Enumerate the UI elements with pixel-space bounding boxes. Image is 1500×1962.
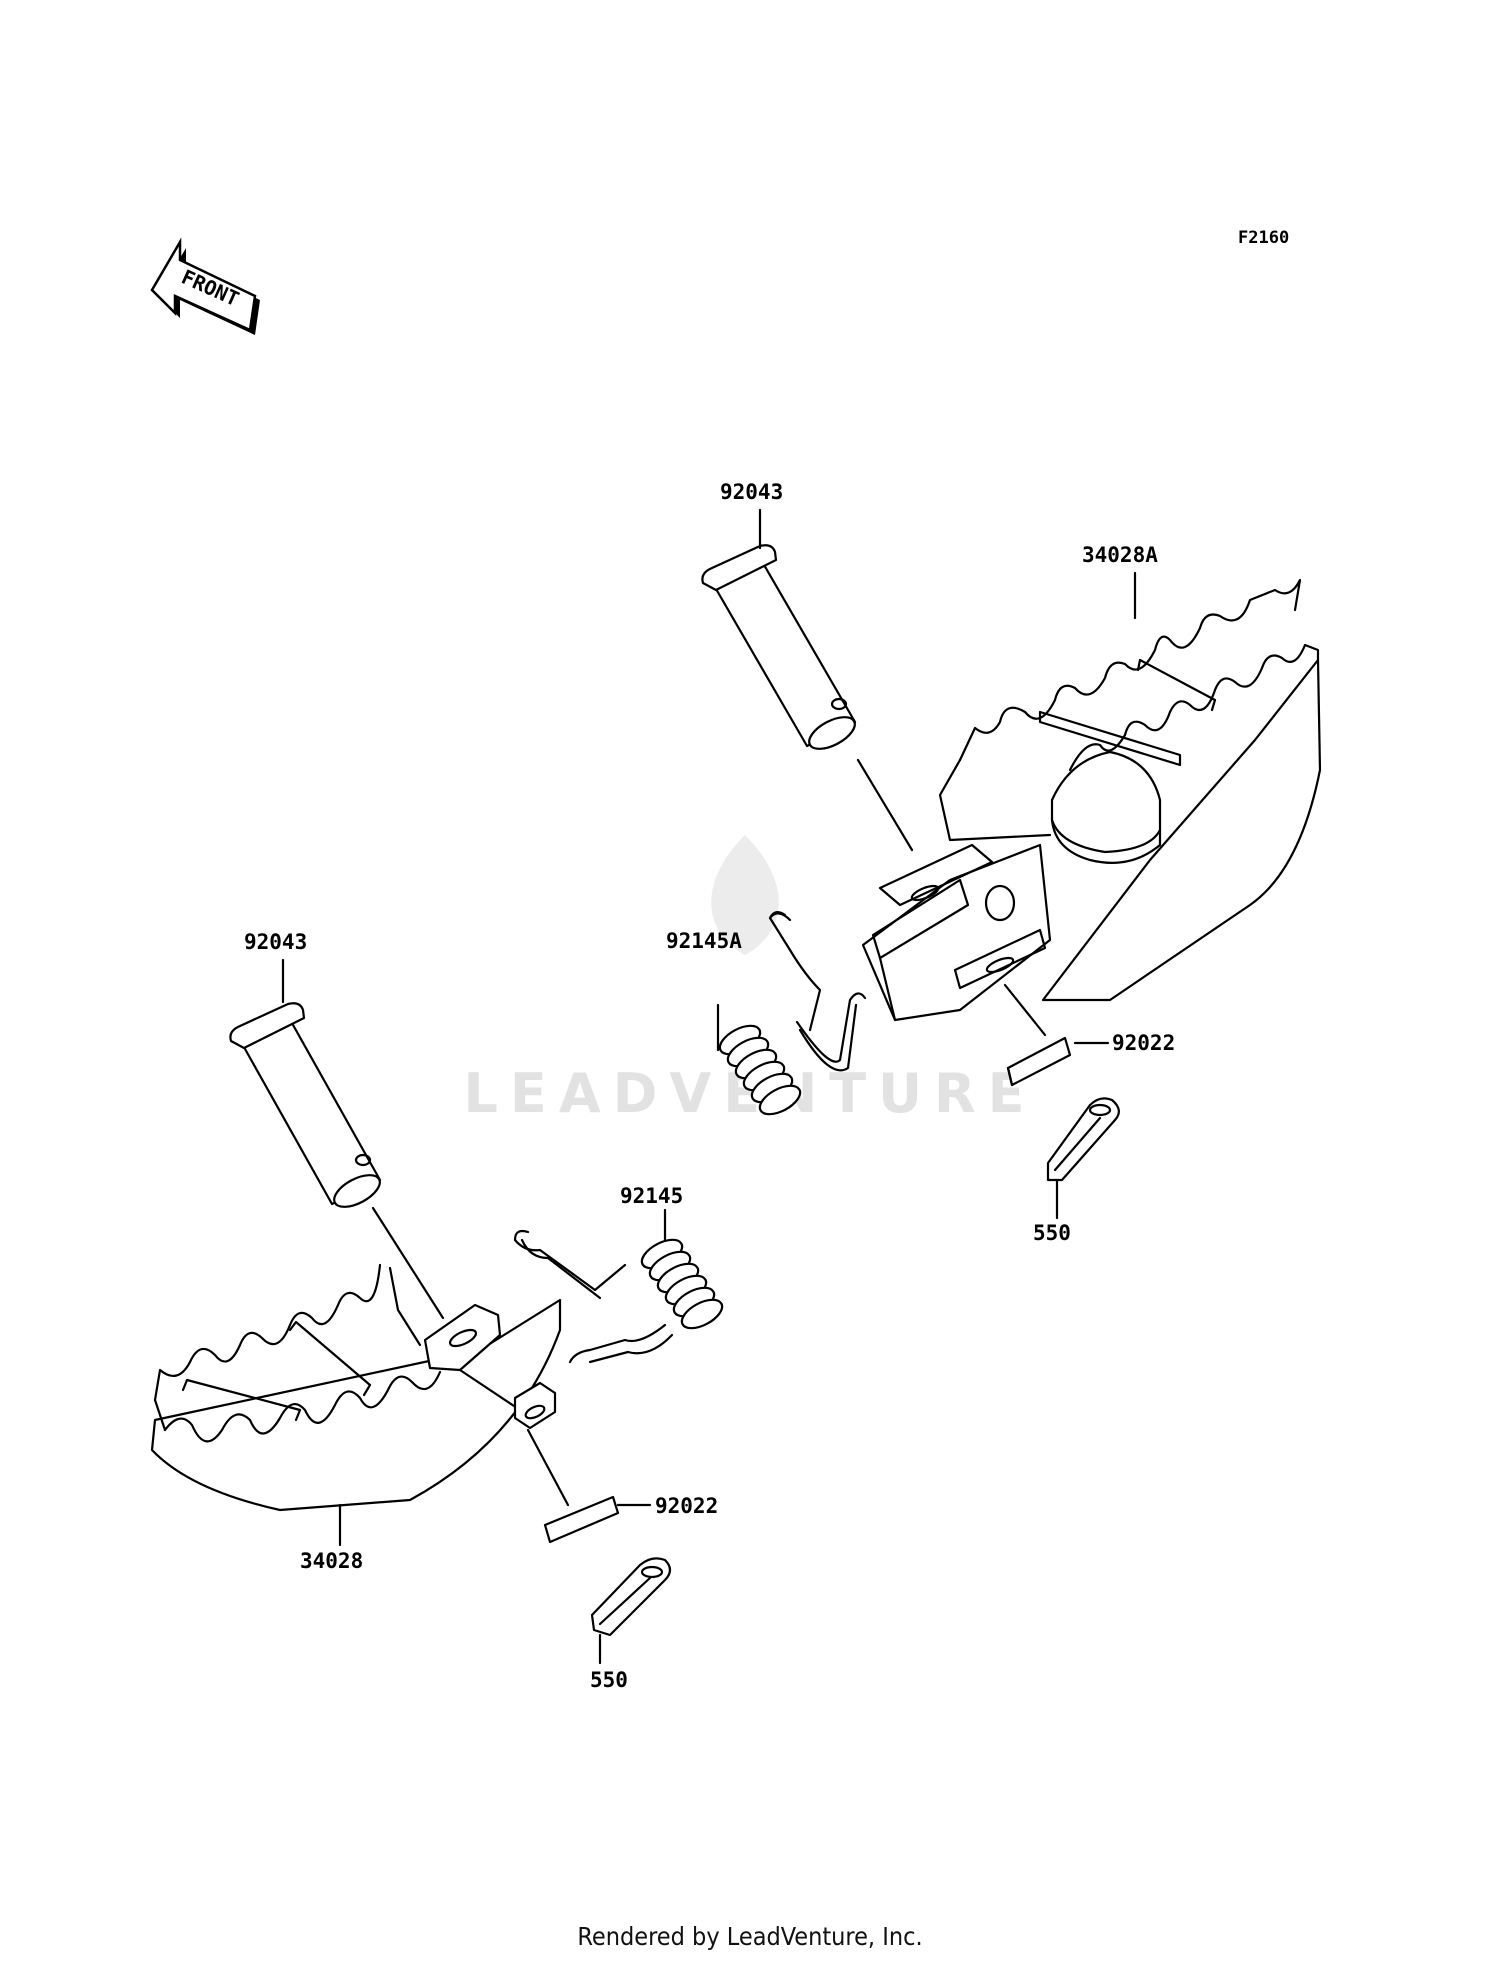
label-spring-lower: 92145	[620, 1184, 683, 1208]
render-credit: Rendered by LeadVenture, Inc.	[577, 1922, 923, 1951]
label-washer-upper: 92022	[1112, 1031, 1175, 1055]
footpeg-left	[150, 1263, 562, 1512]
label-pin-upper: 92043	[720, 480, 783, 504]
label-washer-lower: 92022	[655, 1494, 718, 1518]
watermark: LEADVENTURE	[464, 835, 1024, 1125]
diagram-code: F2160	[1238, 228, 1289, 248]
label-footpeg-left: 34028	[300, 1549, 363, 1573]
pivot-bracket-lower	[423, 1303, 570, 1507]
cotter-pin-upper	[1046, 1097, 1120, 1220]
spring-upper	[716, 911, 867, 1116]
label-footpeg-right: 34028A	[1082, 543, 1158, 567]
pin-upper	[701, 544, 914, 852]
footpeg-right	[938, 578, 1322, 1002]
watermark-logo-icon	[711, 835, 779, 955]
washer-upper	[1006, 1036, 1110, 1087]
pin-lower	[229, 1002, 445, 1320]
cotter-pin-lower	[590, 1557, 672, 1665]
pivot-bracket-upper	[861, 843, 1052, 1037]
label-cotter-lower: 550	[590, 1668, 628, 1692]
label-spring-upper: 92145A	[666, 929, 742, 953]
label-cotter-upper: 550	[1033, 1221, 1071, 1245]
label-pin-lower: 92043	[244, 930, 307, 954]
washer-lower	[543, 1495, 652, 1544]
spring-lower	[513, 1208, 724, 1364]
front-arrow-icon: FRONT	[150, 237, 260, 335]
